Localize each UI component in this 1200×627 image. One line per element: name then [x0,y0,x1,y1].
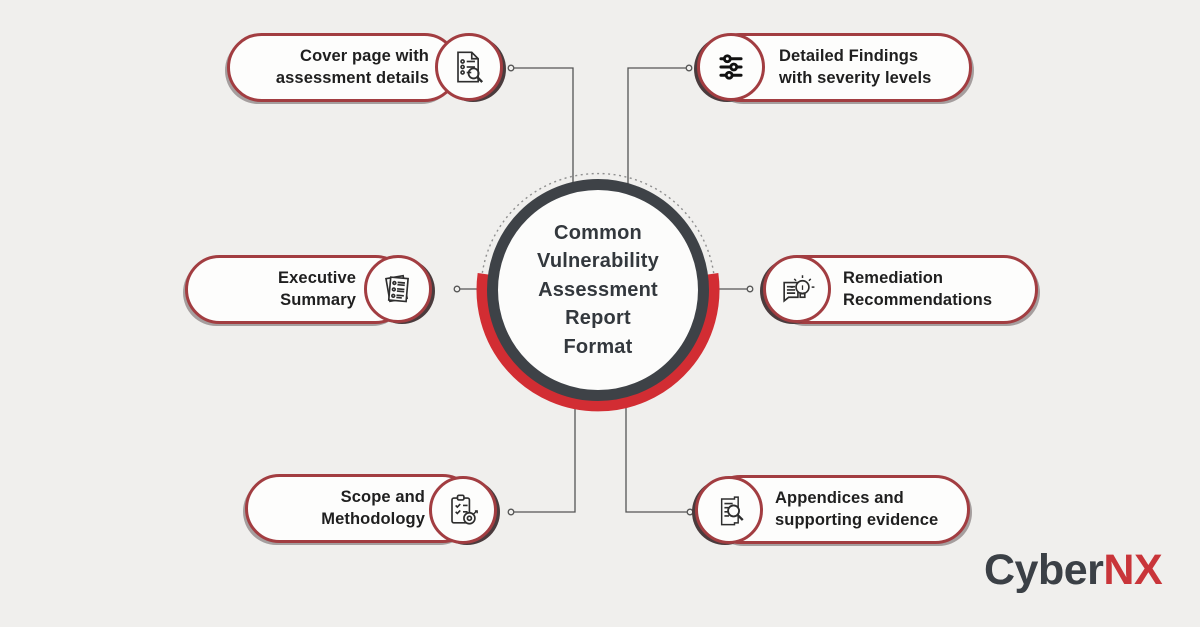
clipboard-target-icon [451,494,478,525]
node-label-line: Executive [278,268,356,287]
central-title-line: Vulnerability [537,250,659,273]
document-search-icon [457,51,484,83]
dotted-arc [480,172,716,301]
node-label-line: Recommendations [843,290,993,309]
node-label-line: Detailed Findings [779,46,919,65]
red-arc [476,273,720,412]
node-label-appendices: Appendices and supporting evidence [775,475,970,544]
node-label-detailed-findings: Detailed Findings with severity levels [779,33,969,102]
central-title-line: Assessment [538,278,658,301]
node-icon-circle-executive-summary [364,255,432,323]
checklist-pages-icon [385,274,409,303]
node-label-line: assessment details [275,68,429,87]
central-circle: Common Vulnerability Assessment Report F… [487,179,709,401]
node-icon-circle-scope-methodology [429,476,497,544]
connector-endpoint-dot [685,64,693,72]
logo-cyber: Cyber [984,546,1104,594]
central-title: Common Vulnerability Assessment Report F… [537,219,659,361]
brand-logo: CyberNX [984,546,1163,595]
central-title-line: Report [565,307,631,330]
connector-endpoint-dot [453,285,461,293]
connector-endpoint-dot [507,508,515,516]
filter-sliders-icon [719,54,743,80]
connector-line [514,67,574,189]
connector-endpoint-dot [746,285,754,293]
node-label-line: Cover page with [300,46,429,65]
connector-endpoint-dot [686,508,694,516]
node-icon-circle-cover-page [435,33,503,101]
logo-nx: NX [1103,546,1163,594]
node-label-remediation: Remediation Recommendations [843,255,1038,324]
connector-line [627,67,686,189]
node-icon-circle-remediation [763,255,831,323]
idea-bulb-document-icon [783,275,815,303]
connector-endpoint-dot [507,64,515,72]
node-label-line: Remediation [843,268,944,287]
node-label-line: Methodology [321,509,425,528]
node-label-line: Appendices and [775,488,904,507]
node-label-line: with severity levels [779,68,932,87]
central-title-line: Common [554,222,642,245]
node-label-executive-summary: Executive Summary [185,255,356,324]
central-title-line: Format [563,335,633,358]
node-label-scope-methodology: Scope and Methodology [245,474,425,543]
connector-line [514,399,576,513]
node-label-line: Scope and [340,487,425,506]
connector-line [625,399,687,513]
node-icon-circle-detailed-findings [697,33,765,101]
node-label-line: supporting evidence [775,510,939,529]
node-label-cover-page: Cover page with assessment details [230,33,429,102]
document-magnifier-icon [720,496,744,526]
node-label-line: Summary [280,290,356,309]
node-icon-circle-appendices [695,476,763,544]
